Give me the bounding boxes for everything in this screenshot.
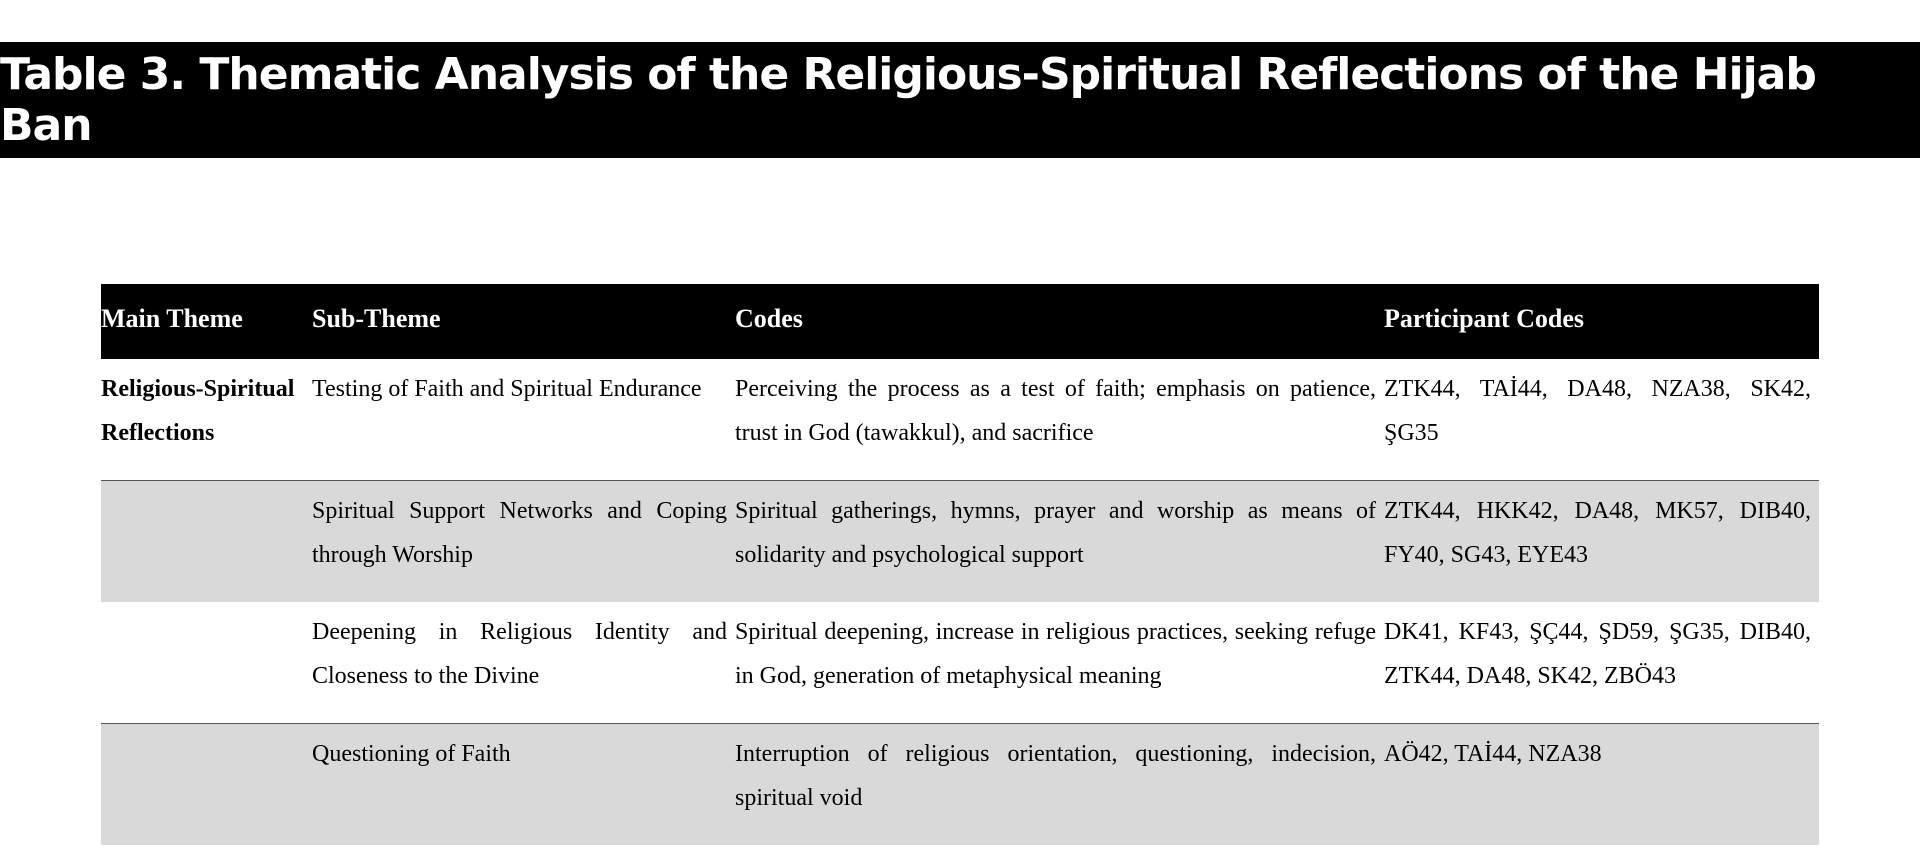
- table-row: Deepening in Religious Identity and Clos…: [101, 602, 1819, 724]
- participant-codes-cell: AÖ42, TAİ44, NZA38: [1384, 723, 1819, 845]
- table-row: Spiritual Support Networks and Coping th…: [101, 480, 1819, 602]
- main-theme-cell: [101, 602, 312, 724]
- sub-theme-cell: Deepening in Religious Identity and Clos…: [312, 619, 727, 689]
- sub-theme-cell: Testing of Faith and Spiritual Endurance: [312, 376, 702, 402]
- header-participant-codes: Participant Codes: [1384, 284, 1819, 359]
- participant-codes-cell: ZTK44, TAİ44, DA48, NZA38, SK42, ŞG35: [1384, 376, 1811, 446]
- title-banner: Table 3. Thematic Analysis of the Religi…: [0, 42, 1920, 158]
- codes-cell: Perceiving the process as a test of fait…: [735, 376, 1376, 446]
- sub-theme-cell: Questioning of Faith: [312, 723, 735, 845]
- main-theme-cell: [101, 480, 312, 602]
- codes-cell: Spiritual gatherings, hymns, prayer and …: [735, 480, 1384, 602]
- header-main-theme: Main Theme: [101, 284, 312, 359]
- thematic-table: Main Theme Sub-Theme Codes Participant C…: [101, 284, 1819, 845]
- header-sub-theme: Sub-Theme: [312, 284, 735, 359]
- main-theme-cell: [101, 723, 312, 845]
- table-header-row: Main Theme Sub-Theme Codes Participant C…: [101, 284, 1819, 359]
- codes-cell: Spiritual deepening, increase in religio…: [735, 619, 1376, 689]
- header-codes: Codes: [735, 284, 1384, 359]
- participant-codes-cell: ZTK44, HKK42, DA48, MK57, DIB40, FY40, S…: [1384, 480, 1819, 602]
- table-row: Religious-Spiritual Reflections Testing …: [101, 359, 1819, 481]
- participant-codes-cell: DK41, KF43, ŞÇ44, ŞD59, ŞG35, DIB40, ZTK…: [1384, 619, 1811, 689]
- codes-cell: Interruption of religious orientation, q…: [735, 723, 1384, 845]
- sub-theme-cell: Spiritual Support Networks and Coping th…: [312, 480, 735, 602]
- page-title: Table 3. Thematic Analysis of the Religi…: [0, 49, 1817, 151]
- table-row: Questioning of Faith Interruption of rel…: [101, 723, 1819, 845]
- main-theme-cell: Religious-Spiritual Reflections: [101, 376, 295, 446]
